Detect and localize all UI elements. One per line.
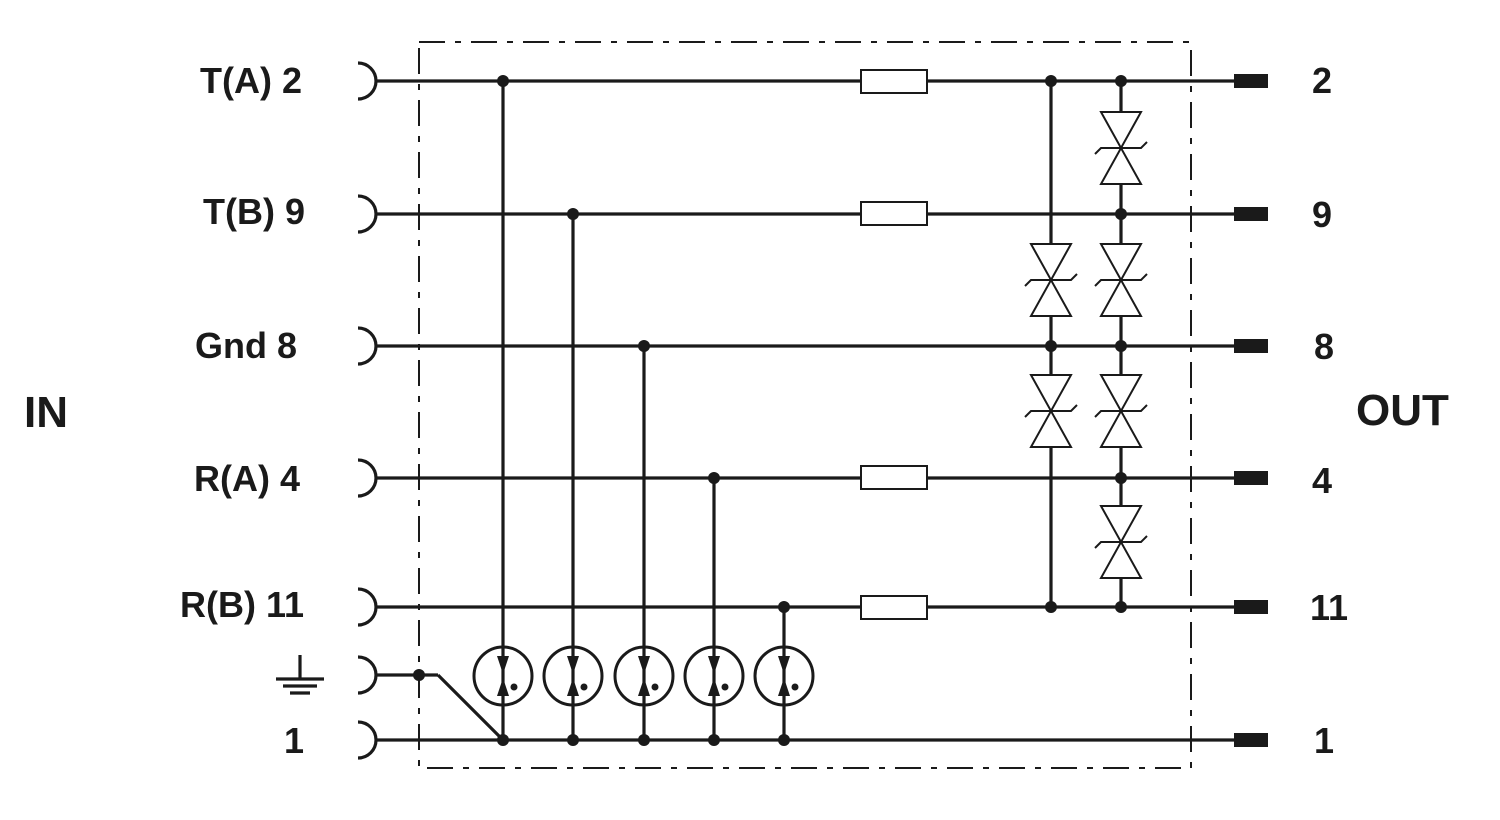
- input-terminals: [357, 61, 378, 760]
- output-label-4: 4: [1312, 460, 1332, 501]
- gas-discharge-tube: [683, 645, 745, 707]
- output-label-8: 8: [1314, 326, 1334, 367]
- input-label-rb11: R(B) 11: [180, 584, 304, 625]
- gas-discharge-tube: [542, 645, 604, 707]
- input-label-1: 1: [284, 720, 304, 761]
- output-label-2: 2: [1312, 60, 1332, 101]
- output-pin-1: [1234, 733, 1268, 747]
- output-pins: [1234, 74, 1268, 747]
- ground-icon: [276, 655, 324, 695]
- input-terminal-6: [357, 655, 378, 695]
- input-label-ta2: T(A) 2: [200, 60, 302, 101]
- input-terminal-1: [357, 61, 378, 101]
- tvs-diode: [1024, 243, 1078, 317]
- input-terminal-7: [357, 720, 378, 760]
- gas-discharge-tube: [613, 645, 675, 707]
- gas-discharge-tubes: [472, 645, 815, 707]
- output-label-1: 1: [1314, 720, 1334, 761]
- output-label-9: 9: [1312, 194, 1332, 235]
- output-pin-4: [1234, 471, 1268, 485]
- output-pin-8: [1234, 339, 1268, 353]
- input-label-ra4: R(A) 4: [194, 458, 300, 499]
- resistor-rb11: [860, 595, 928, 620]
- tvs-diode: [1094, 243, 1148, 317]
- line-wires: [376, 79, 1238, 742]
- diode-bus-wires: [1049, 81, 1123, 607]
- input-label-gnd8: Gnd 8: [195, 325, 297, 366]
- wire-earth-diagonal: [436, 673, 505, 742]
- output-label-11: 11: [1310, 587, 1348, 628]
- output-pin-11: [1234, 600, 1268, 614]
- tvs-diodes: [1024, 111, 1148, 579]
- input-terminal-4: [357, 458, 378, 498]
- tvs-diode: [1024, 374, 1078, 448]
- input-terminal-2: [357, 194, 378, 234]
- input-terminal-3: [357, 326, 378, 366]
- gdt-branch-wires: [501, 81, 786, 740]
- label-in: IN: [24, 388, 68, 437]
- enclosure-boundary: [418, 41, 1192, 769]
- junction-dots: [413, 75, 1127, 746]
- input-terminal-5: [357, 587, 378, 627]
- resistor-tb9: [860, 201, 928, 226]
- resistors: [860, 69, 928, 620]
- tvs-diode: [1094, 374, 1148, 448]
- tvs-diode: [1094, 111, 1148, 185]
- gas-discharge-tube: [472, 645, 534, 707]
- label-out: OUT: [1356, 386, 1449, 435]
- input-label-tb9: T(B) 9: [203, 191, 305, 232]
- tvs-diode: [1094, 505, 1148, 579]
- resistor-ra4: [860, 465, 928, 490]
- output-pin-2: [1234, 74, 1268, 88]
- output-pin-9: [1234, 207, 1268, 221]
- gas-discharge-tube: [753, 645, 815, 707]
- resistor-ta2: [860, 69, 928, 94]
